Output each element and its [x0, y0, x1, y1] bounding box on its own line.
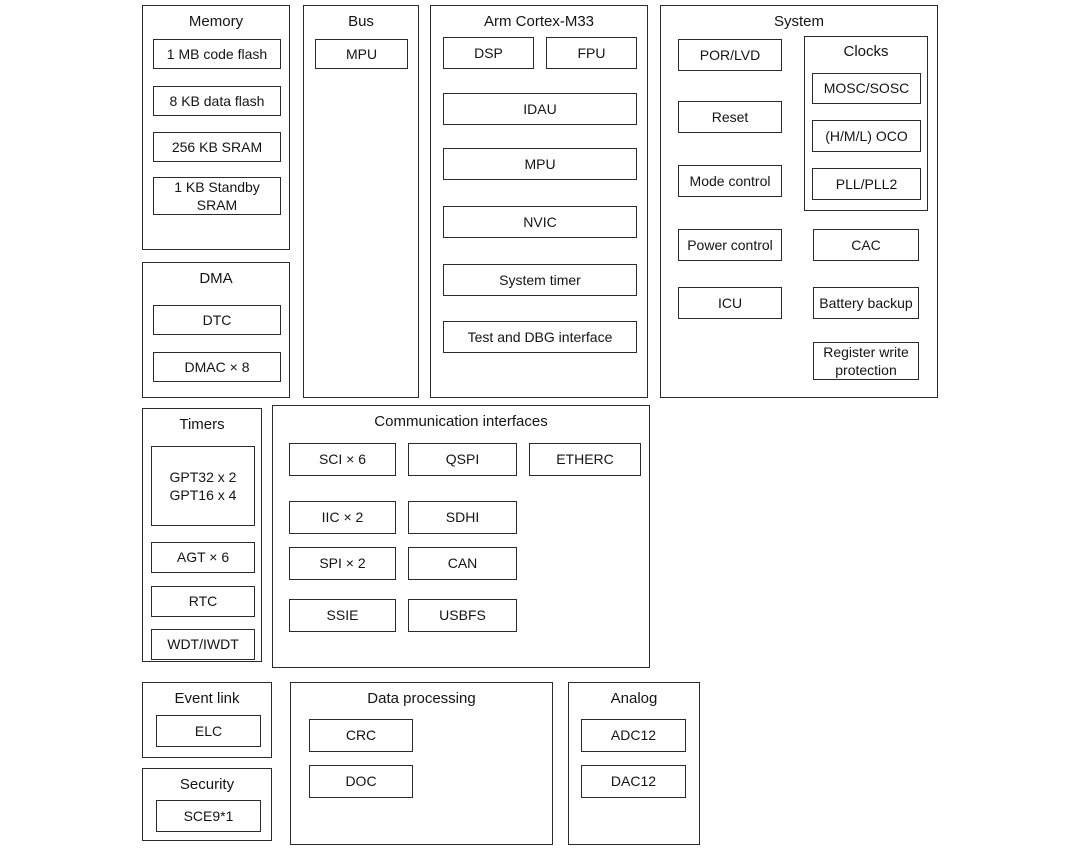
block-cac: CAC: [813, 229, 919, 261]
block-code-flash: 1 MB code flash: [153, 39, 281, 69]
block-idau: IDAU: [443, 93, 637, 125]
comm-group: Communication interfaces SCI × 6 QSPI ET…: [272, 405, 650, 668]
system-group: System POR/LVD Reset Mode control Power …: [660, 5, 938, 398]
block-por-lvd: POR/LVD: [678, 39, 782, 71]
timers-group: Timers GPT32 x 2 GPT16 x 4 AGT × 6 RTC W…: [142, 408, 262, 662]
block-usbfs: USBFS: [408, 599, 517, 632]
block-qspi: QSPI: [408, 443, 517, 476]
event-link-group: Event link ELC: [142, 682, 272, 758]
memory-group: Memory 1 MB code flash 8 KB data flash 2…: [142, 5, 290, 250]
block-dsp: DSP: [443, 37, 534, 69]
event-link-group-title: Event link: [174, 690, 240, 707]
block-sci: SCI × 6: [289, 443, 396, 476]
data-processing-group: Data processing CRC DOC: [290, 682, 553, 845]
block-dac12: DAC12: [581, 765, 686, 798]
cortex-group: Arm Cortex-M33 DSP FPU IDAU MPU NVIC Sys…: [430, 5, 648, 398]
dma-group: DMA DTC DMAC × 8: [142, 262, 290, 398]
block-dmac: DMAC × 8: [153, 352, 281, 382]
dma-group-title: DMA: [199, 270, 233, 287]
block-battery-backup: Battery backup: [813, 287, 919, 319]
block-data-flash: 8 KB data flash: [153, 86, 281, 116]
block-power-control: Power control: [678, 229, 782, 261]
block-rtc: RTC: [151, 586, 255, 617]
block-standby-sram: 1 KB Standby SRAM: [153, 177, 281, 215]
block-can: CAN: [408, 547, 517, 580]
block-crc: CRC: [309, 719, 413, 752]
block-sram: 256 KB SRAM: [153, 132, 281, 162]
block-dtc: DTC: [153, 305, 281, 335]
block-mode-control: Mode control: [678, 165, 782, 197]
clocks-group-title: Clocks: [843, 43, 889, 60]
data-processing-group-title: Data processing: [367, 690, 476, 707]
block-gpt: GPT32 x 2 GPT16 x 4: [151, 446, 255, 526]
block-mosc-sosc: MOSC/SOSC: [812, 73, 921, 104]
block-ssie: SSIE: [289, 599, 396, 632]
block-nvic: NVIC: [443, 206, 637, 238]
block-etherc: ETHERC: [529, 443, 641, 476]
comm-group-title: Communication interfaces: [374, 413, 548, 430]
block-hml-oco: (H/M/L) OCO: [812, 120, 921, 152]
security-group-title: Security: [179, 776, 235, 793]
block-cortex-mpu: MPU: [443, 148, 637, 180]
block-pll: PLL/PLL2: [812, 168, 921, 200]
security-group: Security SCE9*1: [142, 768, 272, 841]
block-reset: Reset: [678, 101, 782, 133]
block-sce9: SCE9*1: [156, 800, 261, 832]
block-test-dbg: Test and DBG interface: [443, 321, 637, 353]
block-adc12: ADC12: [581, 719, 686, 752]
block-register-write-protection: Register write protection: [813, 342, 919, 380]
system-group-title: System: [773, 13, 824, 30]
block-iic: IIC × 2: [289, 501, 396, 534]
block-bus-mpu: MPU: [315, 39, 408, 69]
bus-group: Bus MPU: [303, 5, 419, 398]
block-doc: DOC: [309, 765, 413, 798]
analog-group-title: Analog: [610, 690, 658, 707]
block-icu: ICU: [678, 287, 782, 319]
block-sdhi: SDHI: [408, 501, 517, 534]
block-elc: ELC: [156, 715, 261, 747]
analog-group: Analog ADC12 DAC12: [568, 682, 700, 845]
bus-group-title: Bus: [348, 13, 374, 30]
timers-group-title: Timers: [179, 416, 225, 433]
memory-group-title: Memory: [188, 13, 244, 30]
block-agt: AGT × 6: [151, 542, 255, 573]
block-wdt-iwdt: WDT/IWDT: [151, 629, 255, 660]
clocks-group: Clocks MOSC/SOSC (H/M/L) OCO PLL/PLL2: [804, 36, 928, 211]
block-system-timer: System timer: [443, 264, 637, 296]
cortex-group-title: Arm Cortex-M33: [483, 13, 595, 30]
block-fpu: FPU: [546, 37, 637, 69]
block-spi: SPI × 2: [289, 547, 396, 580]
